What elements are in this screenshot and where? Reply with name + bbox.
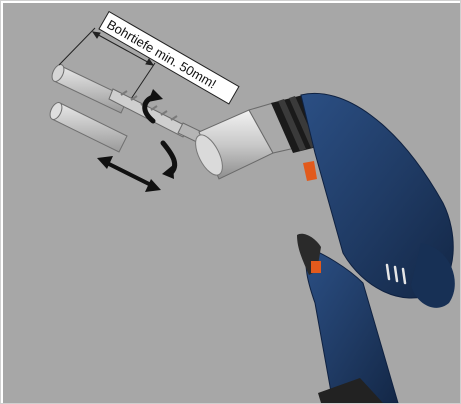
double-arrow-icon [97,156,161,192]
illustration-canvas: Bohrtiefe min. 50mm! [3,3,460,403]
rotation-arrow-icon [145,89,175,179]
depth-annotation: Bohrtiefe min. 50mm! [99,12,239,104]
drill-icon [190,93,455,403]
drill-illustration: Bohrtiefe min. 50mm! [3,3,460,403]
depth-annotation-label: Bohrtiefe min. 50mm! [104,17,218,92]
